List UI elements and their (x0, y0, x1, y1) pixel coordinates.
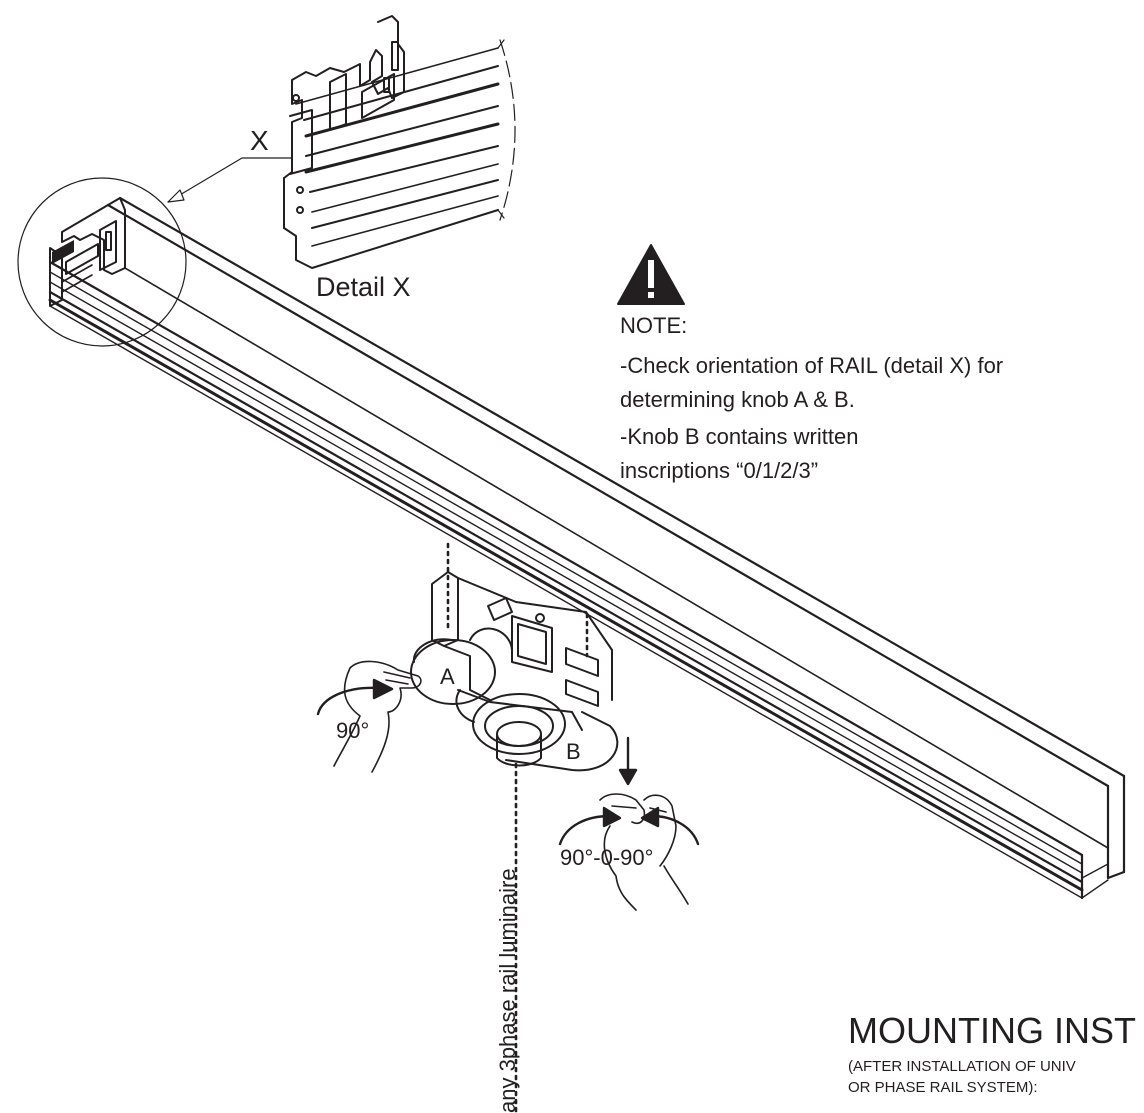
rail-end-section (49, 197, 126, 307)
knob-a-shape (410, 638, 496, 705)
mounting-title: MOUNTING INST (848, 1010, 1136, 1051)
note-line: determining knob A & B. (620, 387, 855, 412)
knob-b-label: B (566, 739, 581, 764)
detail-x-view (283, 15, 516, 269)
detail-caption: Detail X (316, 272, 411, 302)
knob-a-rotation-label: 90° (336, 718, 370, 743)
mounting-subtitle-line: OR PHASE RAIL SYSTEM): (848, 1079, 1038, 1096)
note-line: inscriptions “0/1/2/3” (620, 458, 819, 483)
note-line: -Knob B contains written (620, 424, 859, 449)
luminaire-caption: any 3phase rail luminaire (495, 868, 520, 1113)
mounting-subtitle-line: (AFTER INSTALLATION OF UNIV (848, 1058, 1076, 1075)
rotation-arc-b (558, 806, 700, 846)
knob-b-rotation-label: 90°-0-90° (560, 845, 654, 870)
rail-profile (48, 196, 1126, 900)
hand-a (333, 660, 422, 773)
knob-a-label: A (440, 664, 455, 689)
warning-icon-shape (617, 244, 685, 305)
axis-lines (446, 542, 589, 1113)
rotation-arc-a (316, 678, 394, 716)
note-line: -Check orientation of RAIL (detail X) fo… (620, 353, 1004, 378)
detail-marker-x: X (250, 125, 269, 156)
note-heading: NOTE: (620, 313, 688, 338)
warning-icon (618, 245, 684, 305)
detail-callout (17, 157, 293, 347)
knob-b-shape (472, 693, 619, 772)
press-arrow (618, 736, 638, 786)
